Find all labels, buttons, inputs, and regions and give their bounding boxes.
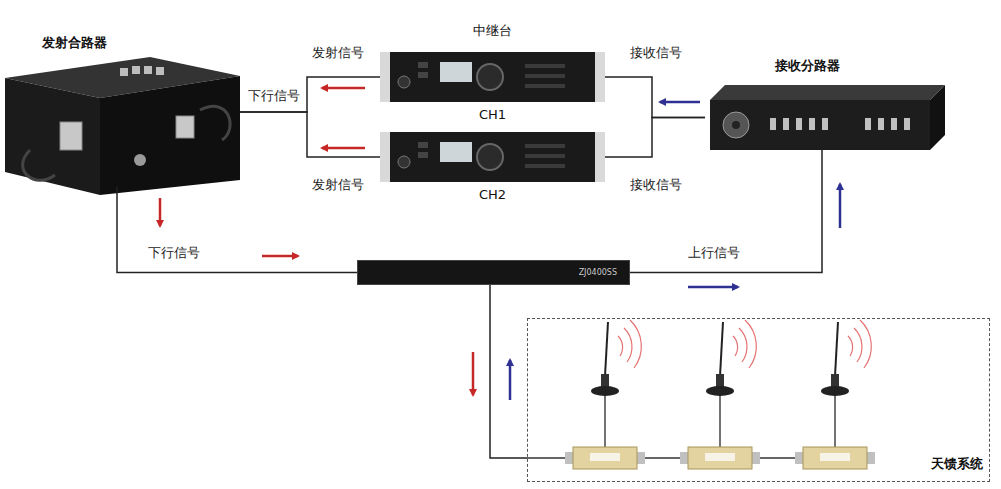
node-label: CH1 [380,107,605,122]
repeater-box: 中继台CH1 [380,52,605,102]
repeater-device [380,52,605,102]
signal-label: 下行信号 [248,87,300,105]
feeder-line [117,187,357,273]
splitter-box: ZJ0400SS [357,260,630,285]
combiner-box: 发射合路器 [5,55,240,195]
repeater-device [380,132,605,182]
signal-arrows [160,88,840,400]
repeater-box: CH2 [380,132,605,182]
node-label: 发射合路器 [42,34,107,52]
signal-label: 下行信号 [148,244,200,262]
feeder-line [240,112,380,157]
divider-device [710,85,945,150]
signal-label: 上行信号 [688,244,740,262]
signal-label: 接收信号 [630,44,682,62]
feeder-line [490,285,527,458]
divider-box: 接收分路器 [705,85,945,150]
signal-label: 接收信号 [630,176,682,194]
feeder-line [605,118,705,158]
combiner-device [5,57,240,195]
feeder-line [630,150,822,273]
node-label: ZJ0400SS [579,268,617,277]
node-label: 接收分路器 [775,57,840,75]
node-label: 天馈系统 [931,455,983,473]
feeder-line [605,77,705,118]
antenna-feeder-illustration [527,320,875,469]
signal-label: 发射信号 [312,176,364,194]
signal-label: 发射信号 [312,44,364,62]
node-label: CH2 [380,187,605,202]
antenna-system-region: 天馈系统 [527,318,990,482]
feeder-line [240,77,380,112]
node-label: 中继台 [380,22,605,40]
